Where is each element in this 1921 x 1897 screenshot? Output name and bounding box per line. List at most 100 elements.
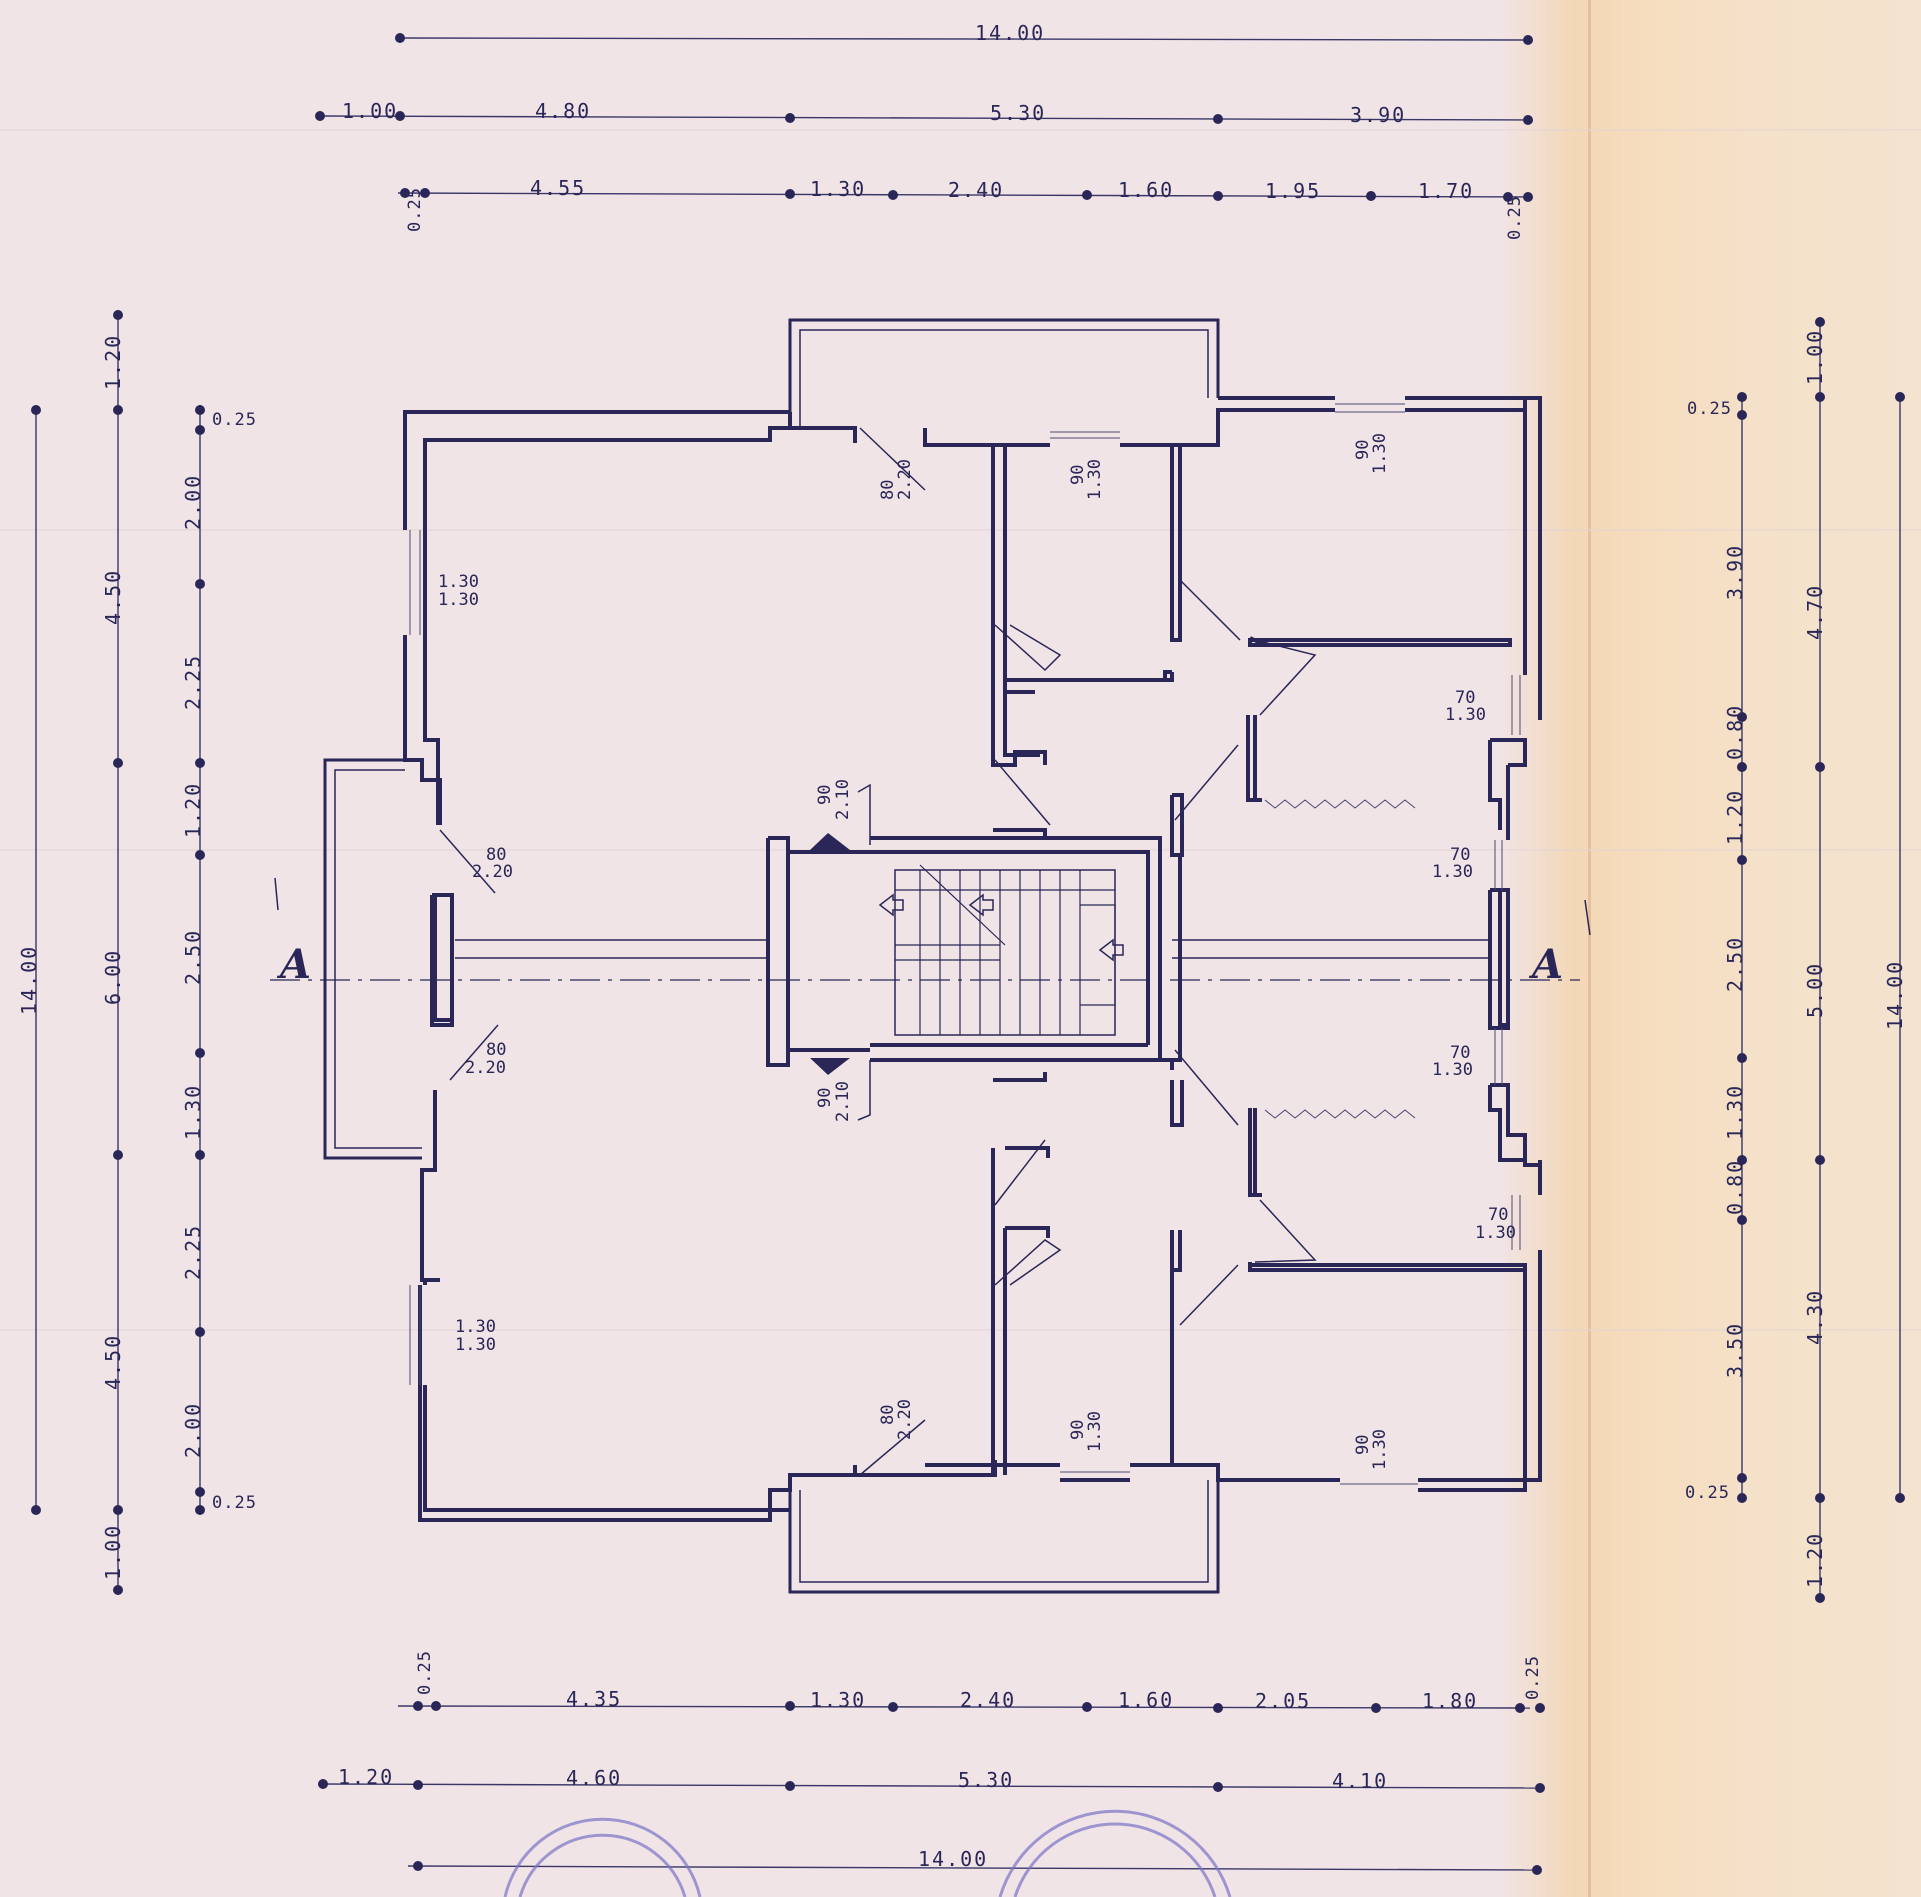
top-dim-row2-4: 1.60: [1118, 178, 1174, 202]
left-inner-dim-2: 2.00: [181, 474, 205, 530]
exterior-walls: [403, 396, 1542, 1522]
right-inner-dim-6: 1.30: [1723, 1084, 1747, 1140]
right-mid-dim-4: 4.30: [1803, 1289, 1827, 1345]
right-window-2-h: 1.30: [1432, 862, 1473, 882]
top-balcony: [788, 318, 1220, 428]
radiator-marks: [1264, 799, 1416, 1119]
left-inner-dim-9: 0.25: [212, 1493, 257, 1513]
left-inner-dim-4: 1.20: [181, 782, 205, 838]
interior-walls: [991, 443, 1527, 1475]
left-mid-dim-5: 1.00: [101, 1524, 125, 1580]
left-inner-dim-6: 1.30: [181, 1084, 205, 1140]
bottom-window-1-w: 90: [1068, 1420, 1088, 1440]
top-window-1-h: 1.30: [1085, 459, 1105, 500]
stair-door-bottom-w: 90: [815, 1088, 835, 1108]
right-mid-dim-1: 1.00: [1803, 329, 1827, 385]
stair-core: [766, 833, 1174, 1075]
left-window-bottom-h: 1.30: [455, 1335, 496, 1355]
paper-fold-line: [1588, 0, 1591, 1897]
section-label-right: A: [1528, 941, 1563, 988]
door-swings: [439, 427, 1317, 1476]
left-inner-dim-3: 2.25: [181, 654, 205, 710]
top-dim-2: 4.80: [535, 99, 591, 123]
top-window-1-w: 90: [1068, 465, 1088, 485]
left-dimension-lines: [31, 310, 205, 1595]
bottom-edge-left-dim: 0.25: [415, 1650, 435, 1695]
bottom-balcony: [788, 1480, 1220, 1594]
paper-ruling: [0, 129, 1921, 1331]
right-inner-dim-7: 0.80: [1723, 1159, 1747, 1215]
right-window-3-w: 70: [1450, 1043, 1470, 1063]
bottom-dim-row1-6: 1.80: [1422, 1689, 1478, 1713]
stair-door-top-w: 90: [815, 785, 835, 805]
bottom-overall-dim: 14.00: [918, 1847, 988, 1871]
stair-door-top-h: 2.10: [833, 779, 853, 820]
left-mid-dim-1: 1.20: [101, 334, 125, 390]
top-dimension-lines: [315, 33, 1533, 202]
left-inner-dim-8: 2.00: [181, 1402, 205, 1458]
bottom-dim-row2-4: 4.10: [1332, 1769, 1388, 1793]
bottom-dim-row1-3: 2.40: [960, 1688, 1016, 1712]
right-inner-dim-5: 2.50: [1723, 936, 1747, 992]
bottom-dimension-lines: [317, 1701, 1545, 1875]
right-window-3-h: 1.30: [1432, 1060, 1473, 1080]
left-balcony: [323, 758, 422, 1160]
right-window-1-w: 70: [1455, 688, 1475, 708]
right-dimension-lines: [1737, 317, 1905, 1603]
top-dim-1: 1.00: [342, 99, 398, 123]
top-dim-row2-3: 2.40: [948, 178, 1004, 202]
right-window-4-h: 1.30: [1475, 1223, 1516, 1243]
right-overall-dim: 14.00: [1883, 960, 1907, 1030]
right-inner-dim-3: 0.80: [1723, 704, 1747, 760]
top-overall-dim: 14.00: [975, 21, 1045, 45]
left-window-bottom-w: 1.30: [455, 1317, 496, 1337]
right-mid-dim-2: 4.70: [1803, 584, 1827, 640]
top-dim-row2-6: 1.70: [1418, 179, 1474, 203]
top-dim-row2-2: 1.30: [810, 177, 866, 201]
left-door-top-w: 80: [486, 845, 506, 865]
top-window-2-w: 90: [1353, 440, 1373, 460]
right-mid-dim-3: 5.00: [1803, 962, 1827, 1018]
left-door-bottom-h: 2.20: [465, 1058, 506, 1078]
top-window-2-h: 1.30: [1370, 433, 1390, 474]
right-inner-dim-8: 3.50: [1723, 1322, 1747, 1378]
bottom-window-2-h: 1.30: [1370, 1429, 1390, 1470]
bottom-dim-row1-2: 1.30: [810, 1688, 866, 1712]
right-inner-dim-4: 1.20: [1723, 789, 1747, 845]
top-dim-row2-5: 1.95: [1265, 179, 1321, 203]
bottom-dim-row1-5: 2.05: [1255, 1689, 1311, 1713]
left-mid-dim-3: 6.00: [101, 949, 125, 1005]
left-overall-dim: 14.00: [17, 945, 41, 1015]
bottom-window-2-w: 90: [1353, 1435, 1373, 1455]
right-inner-dim-2: 3.90: [1723, 544, 1747, 600]
left-mid-dim-4: 4.50: [101, 1334, 125, 1390]
right-window-4-w: 70: [1488, 1205, 1508, 1225]
left-inner-dim-1: 0.25: [212, 410, 257, 430]
bottom-dim-row2-1: 1.20: [338, 1765, 394, 1789]
left-window-top-w: 1.30: [438, 572, 479, 592]
left-door-bottom-w: 80: [486, 1040, 506, 1060]
bottom-window-1-h: 1.30: [1085, 1411, 1105, 1452]
right-inner-dim-1: 0.25: [1687, 399, 1732, 419]
left-mid-dim-2: 4.50: [101, 569, 125, 625]
stamp-marks: [503, 1809, 1232, 1897]
right-mid-dim-5: 1.20: [1803, 1532, 1827, 1588]
left-inner-dim-5: 2.50: [181, 929, 205, 985]
right-inner-dim-9: 0.25: [1685, 1483, 1730, 1503]
right-window-2-w: 70: [1450, 845, 1470, 865]
bottom-balcony-door-h: 2.20: [895, 1399, 915, 1440]
top-dim-4: 3.90: [1350, 103, 1406, 127]
right-window-1-h: 1.30: [1445, 705, 1486, 725]
top-edge-right-dim: 0.25: [1505, 195, 1525, 240]
window-marks: [409, 403, 1521, 1485]
left-inner-dim-7: 2.25: [181, 1224, 205, 1280]
left-door-top-h: 2.20: [472, 862, 513, 882]
bottom-balcony-door-w: 80: [878, 1405, 898, 1425]
opening-labels: 80 2.20 90 1.30 90 1.30 1.30 1.30 80 2.2…: [438, 433, 1516, 1470]
aged-paper-strip: [1500, 0, 1921, 1897]
bottom-edge-right-dim: 0.25: [1523, 1655, 1543, 1700]
bottom-dim-row1-1: 4.35: [566, 1687, 622, 1711]
section-label-left: A: [276, 941, 311, 988]
top-balcony-door-w: 80: [878, 480, 898, 500]
